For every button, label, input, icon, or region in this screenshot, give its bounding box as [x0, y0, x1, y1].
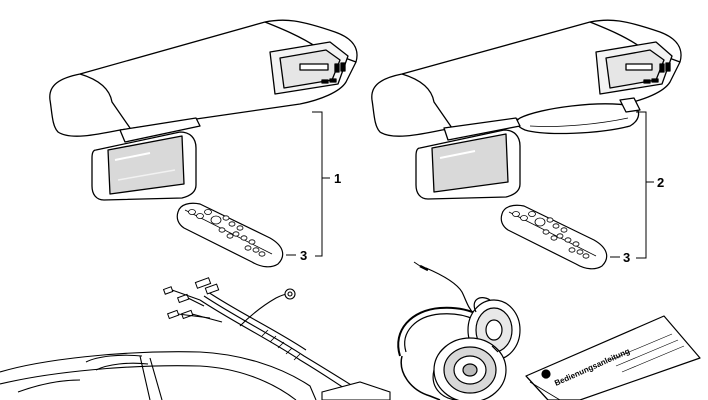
operating-manual	[525, 315, 701, 400]
callout-label-1: 1	[334, 171, 341, 186]
headphones	[397, 261, 521, 400]
remote-control-left	[176, 202, 284, 268]
callout-bracket-left	[286, 111, 330, 257]
roof-monitor-unit-right	[371, 19, 682, 200]
wiring-harness	[162, 277, 391, 400]
remote-control-right	[500, 204, 608, 270]
callout-label-3-left: 3	[300, 248, 307, 263]
callout-label-3-right: 3	[623, 250, 630, 265]
callout-bracket-right	[610, 111, 654, 259]
callout-label-2: 2	[657, 175, 664, 190]
roof-monitor-unit-left	[49, 19, 358, 201]
roof-trim-panel	[0, 351, 317, 400]
